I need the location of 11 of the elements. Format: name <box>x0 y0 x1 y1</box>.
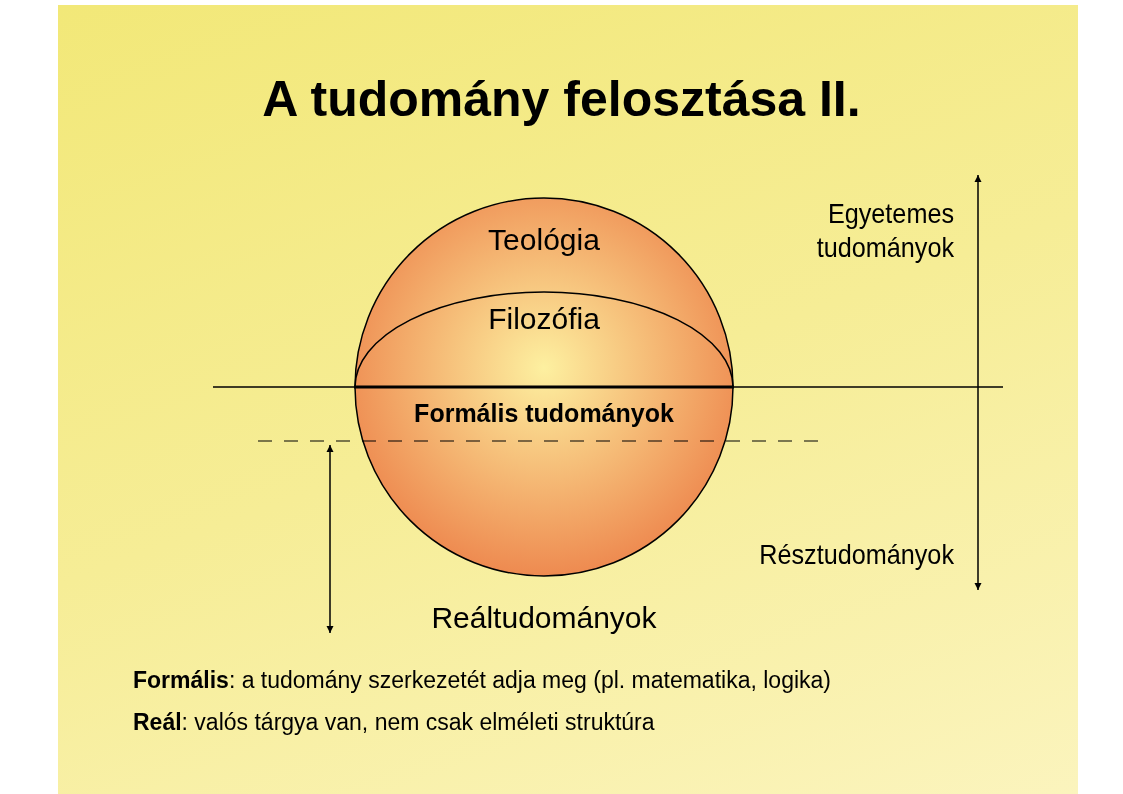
region-label: Teológia <box>487 223 601 258</box>
region-label: Reáltudományok <box>430 600 658 636</box>
note: Formális: a tudomány szerkezetét adja meg (pl. matematika, logika) <box>133 667 832 695</box>
note: Reál: valós tárgya van, nem csak elméleti struktúra <box>133 709 656 737</box>
half-ellipse-region <box>354 292 734 387</box>
range-label: Résztudományok <box>758 538 954 572</box>
title: A tudomány felosztása II. <box>261 70 862 128</box>
range-label: Egyetemes tudományok <box>815 197 954 265</box>
region-label: Filozófia <box>487 302 601 337</box>
band-label: Formális tudományok <box>413 398 675 428</box>
sphere <box>354 197 734 577</box>
